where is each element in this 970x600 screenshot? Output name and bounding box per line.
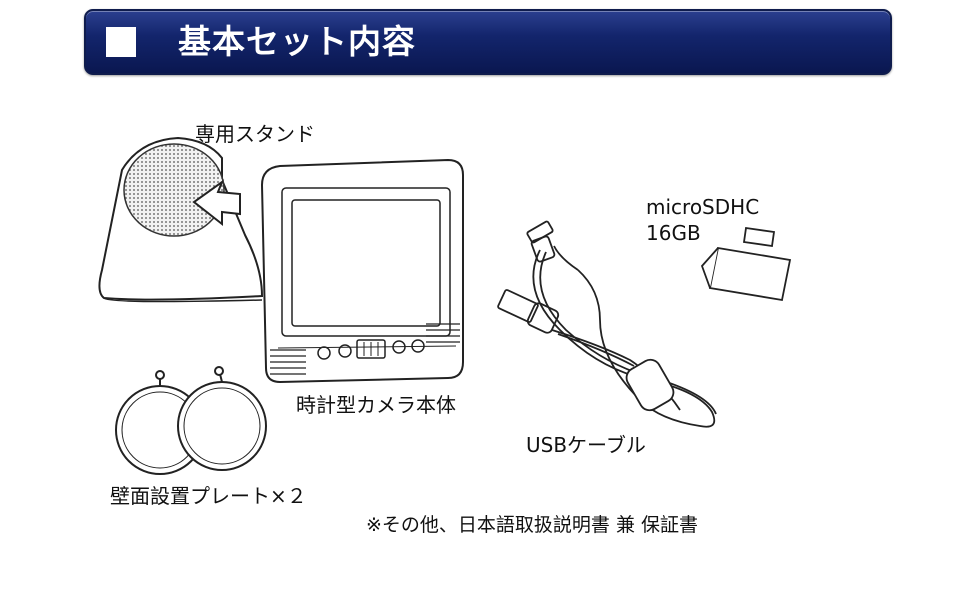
- section-header: 基本セット内容: [84, 9, 892, 75]
- camera-illustration: [260, 158, 464, 384]
- wall-plate-label: 壁面設置プレート×２: [110, 484, 307, 508]
- usb-cable-illustration: [497, 220, 717, 428]
- camera-label: 時計型カメラ本体: [296, 393, 456, 417]
- wall-plate-illustration: [115, 366, 267, 475]
- included-note: ※その他、日本語取扱説明書 兼 保証書: [366, 514, 698, 536]
- microsd-label: microSDHC 16GB: [646, 194, 759, 246]
- microsd-label-line1: microSDHC: [646, 195, 760, 219]
- usb-cable-label: USBケーブル: [526, 433, 646, 457]
- stand-illustration: [98, 136, 264, 303]
- microsd-illustration: [700, 226, 792, 302]
- square-bullet-icon: [106, 27, 136, 57]
- stand-label: 専用スタンド: [195, 122, 315, 146]
- microsd-label-line2: 16GB: [646, 221, 701, 245]
- section-title: 基本セット内容: [178, 22, 416, 61]
